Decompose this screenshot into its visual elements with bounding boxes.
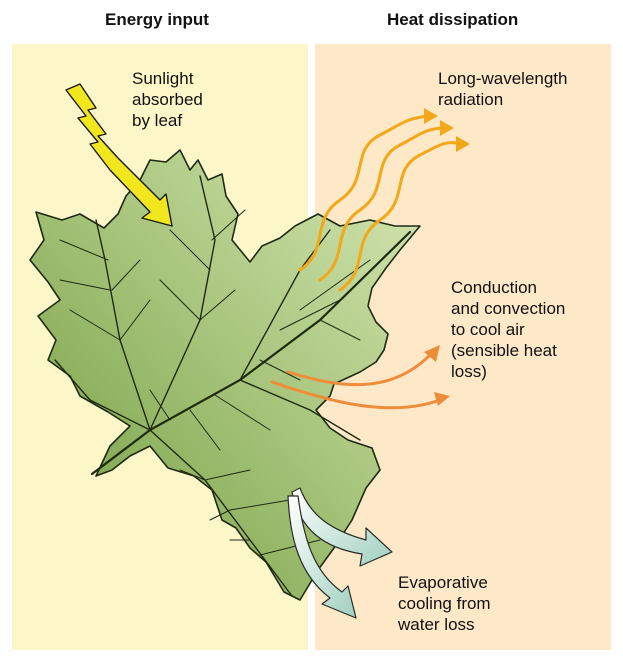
radiation-arrows <box>298 114 464 292</box>
leaf-veins <box>54 175 412 597</box>
convection-arrows <box>270 353 442 410</box>
long-wavelength-label: Long-wavelength radiation <box>438 69 568 109</box>
sunlight-arrow-icon <box>65 83 173 227</box>
convection-arrowheads <box>424 345 450 406</box>
evaporative-label: Evaporative cooling from water loss <box>398 573 491 634</box>
sunlight-label: Sunlight absorbed by leaf <box>132 69 203 130</box>
heat-dissipation-heading: Heat dissipation <box>387 10 519 29</box>
evaporation-arrows <box>287 487 393 619</box>
energy-input-heading: Energy input <box>105 10 209 29</box>
leaf-icon <box>29 149 421 601</box>
radiation-arrowheads <box>424 108 470 152</box>
conduction-label: Conduction and convection to cool air (s… <box>451 278 566 381</box>
